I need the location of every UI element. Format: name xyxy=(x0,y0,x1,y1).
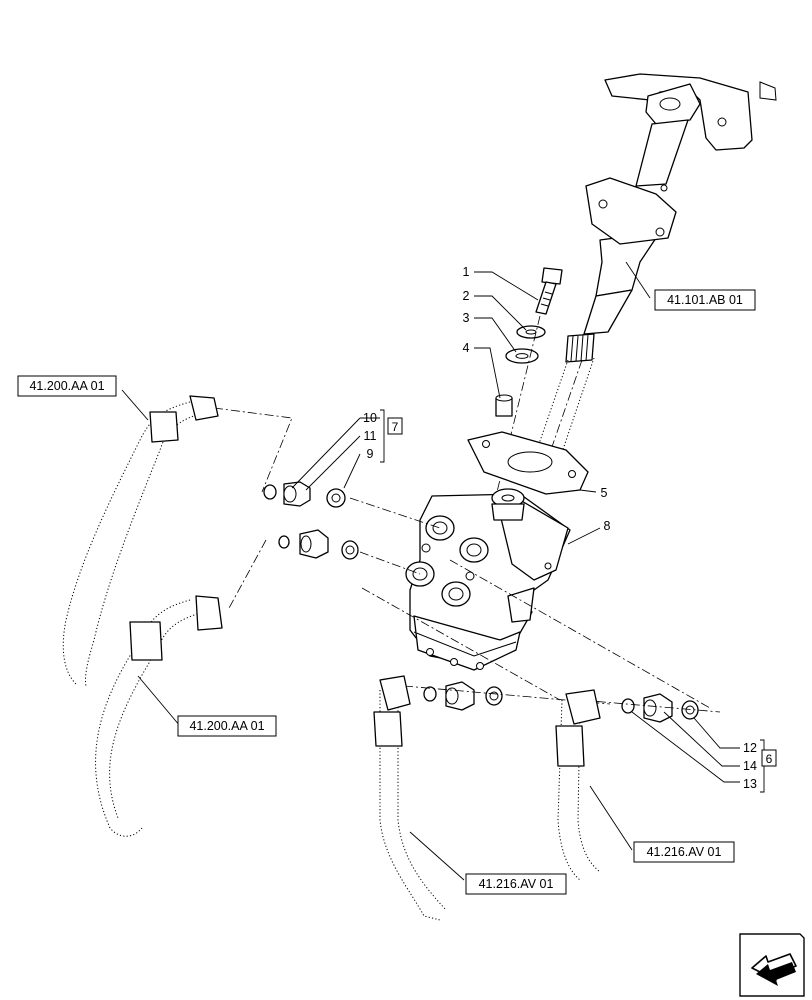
callout-4: 4 xyxy=(463,341,470,355)
callout-9: 9 xyxy=(367,447,374,461)
ref-label-hose-bottom-left: 41.216.AV 01 xyxy=(479,877,554,891)
washer-3 xyxy=(505,348,539,364)
gasket-plate-5 xyxy=(467,431,589,495)
ref-label-hose-upper: 41.200.AA 01 xyxy=(29,379,104,393)
ref-box-hose-bottom-left[interactable]: 41.216.AV 01 xyxy=(465,873,567,895)
ref-box-hose-upper[interactable]: 41.200.AA 01 xyxy=(17,375,117,397)
callout-1: 1 xyxy=(463,265,470,279)
callout-numbers: 1 2 3 4 5 8 10 11 9 12 14 13 xyxy=(363,265,757,791)
callout-2: 2 xyxy=(463,289,470,303)
bolt-1 xyxy=(535,267,563,315)
fitting-set-lower-right xyxy=(621,693,699,723)
hose-upper xyxy=(62,395,219,687)
fitting-set-middle xyxy=(278,529,359,560)
ref-label-hose-bottom-right: 41.216.AV 01 xyxy=(647,845,722,859)
group-bracket-6: 6 xyxy=(760,739,777,793)
leader-lines xyxy=(121,261,740,881)
ref-box-steering-column[interactable]: 41.101.AB 01 xyxy=(654,289,756,311)
hose-bottom-right xyxy=(555,689,601,881)
group-label-6: 6 xyxy=(766,752,773,766)
fitting-set-lower-left xyxy=(423,681,503,711)
steering-column xyxy=(565,73,777,363)
group-label-7: 7 xyxy=(392,420,399,434)
arrow-previous-page-icon[interactable] xyxy=(739,933,805,997)
callout-3: 3 xyxy=(463,311,470,325)
hose-lower xyxy=(95,595,223,837)
ref-box-hose-bottom-right[interactable]: 41.216.AV 01 xyxy=(633,841,735,863)
callout-5: 5 xyxy=(601,486,608,500)
fitting-set-upper xyxy=(263,481,346,508)
callout-10: 10 xyxy=(363,411,377,425)
callout-8: 8 xyxy=(604,519,611,533)
callout-14: 14 xyxy=(743,759,757,773)
ref-label-hose-lower: 41.200.AA 01 xyxy=(189,719,264,733)
group-bracket-7: 7 xyxy=(380,409,403,463)
spacer-4 xyxy=(495,394,513,417)
callout-12: 12 xyxy=(743,741,757,755)
ref-label-steering-column: 41.101.AB 01 xyxy=(667,293,743,307)
hose-bottom-left xyxy=(373,675,447,921)
callout-13: 13 xyxy=(743,777,757,791)
washer-2 xyxy=(516,325,546,339)
steering-unit-8 xyxy=(405,488,571,671)
ref-box-hose-lower[interactable]: 41.200.AA 01 xyxy=(177,715,277,737)
callout-11: 11 xyxy=(364,429,377,443)
